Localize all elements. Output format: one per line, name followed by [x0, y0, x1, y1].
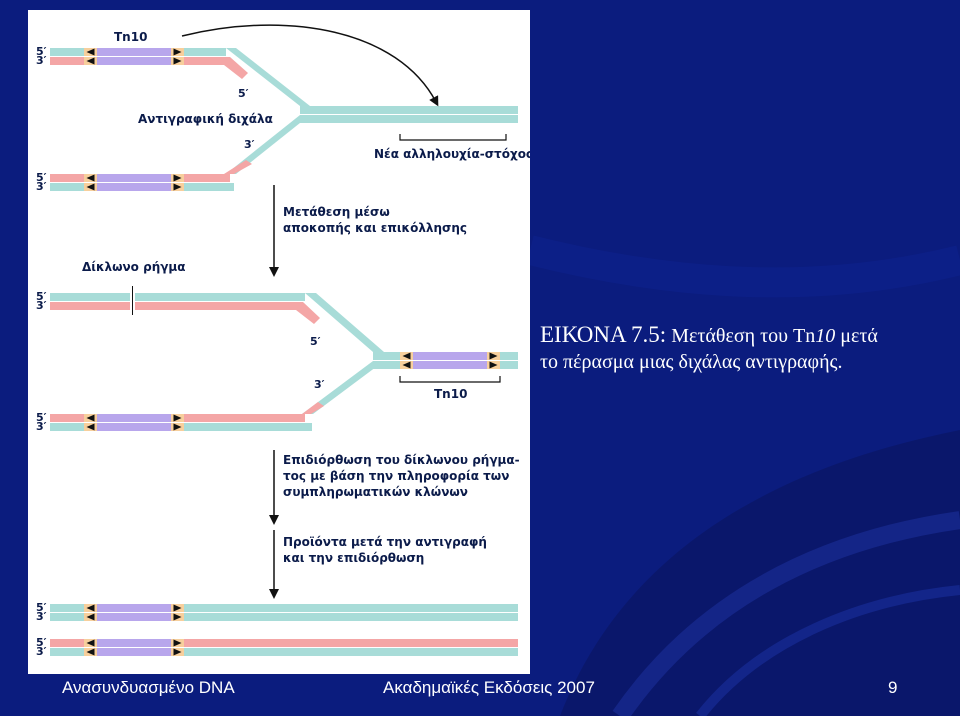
top-duplex-3prime: 3′	[36, 54, 47, 67]
transposon-body	[97, 613, 171, 621]
step2-line3: συμπληρωματικών κλώνων	[283, 485, 468, 499]
target-bracket	[400, 134, 506, 140]
footer-left: Ανασυνδυασμένο DNA	[62, 678, 235, 698]
transposon-body	[97, 174, 171, 182]
strand-blue	[300, 106, 518, 114]
page-number: 9	[888, 678, 897, 698]
step2-line2: τος με βάση την πληροφορία των	[283, 469, 509, 483]
transposon-body	[97, 183, 171, 191]
transposon-body	[413, 352, 487, 360]
mid-3prime: 3′	[314, 378, 325, 391]
step3-line2: και την επιδιόρθωση	[283, 551, 424, 565]
step1-line1: Μετάθεση μέσω	[283, 205, 390, 219]
strand-pink	[135, 302, 303, 310]
strand-blue	[300, 115, 518, 123]
transposon-body	[97, 57, 171, 65]
step3-line1: Προϊόντα μετά την αντιγραφή	[283, 535, 487, 549]
footer-center: Ακαδημαϊκές Εκδόσεις 2007	[383, 678, 595, 698]
dsb-label: Δίκλωνο ρήγμα	[82, 260, 186, 274]
figure-caption: ΕΙΚΟΝΑ 7.5: Μετάθεση του Tn10 μετά το πέ…	[540, 322, 955, 375]
caption-italic: 10	[815, 325, 835, 347]
caption-label: ΕΙΚΟΝΑ 7.5:	[540, 322, 666, 347]
broken-top-3prime: 3′	[36, 299, 47, 312]
fork-label: Αντιγραφική διχάλα	[138, 112, 273, 126]
step2-line1: Επιδιόρθωση του δίκλωνου ρήγμα-	[283, 453, 520, 467]
transposon-body	[97, 604, 171, 612]
strand-pink	[50, 302, 130, 310]
transposon-body	[97, 48, 171, 56]
caption-text-2: μετά	[840, 325, 878, 347]
product-2-3prime: 3′	[36, 645, 47, 658]
fork-5prime: 5′	[238, 87, 249, 100]
caption-line-2: το πέρασμα μιας διχάλας αντιγραφής.	[540, 351, 842, 373]
transposon-body	[97, 648, 171, 656]
transposon-body	[97, 639, 171, 647]
strand-blue	[50, 293, 130, 301]
fork-3prime: 3′	[244, 138, 255, 151]
tn10-label: Tn10	[434, 387, 467, 401]
transposon-body	[413, 361, 487, 369]
strand-blue	[135, 293, 305, 301]
mid-5prime: 5′	[310, 335, 321, 348]
caption-text-1: Μετάθεση του Tn	[671, 325, 815, 347]
broken-bottom-3prime: 3′	[36, 420, 47, 433]
target-label: Νέα αλληλουχία-στόχος	[374, 147, 530, 161]
transposon-body	[97, 414, 171, 422]
tn10-bracket	[400, 376, 500, 382]
bottom-duplex-3prime: 3′	[36, 180, 47, 193]
tn10-label: Tn10	[114, 30, 147, 44]
product-1-3prime: 3′	[36, 610, 47, 623]
transposon-body	[97, 423, 171, 431]
step1-line2: αποκοπής και επικόλλησης	[283, 221, 467, 235]
